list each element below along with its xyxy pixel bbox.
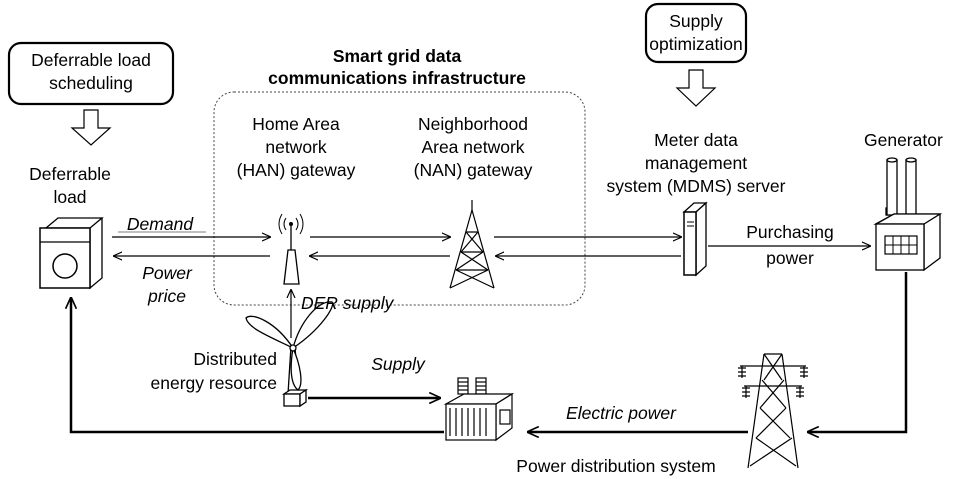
scheduling-label-line2: scheduling — [49, 73, 133, 93]
supply-label: Supply — [371, 354, 426, 374]
transmission-tower-icon — [738, 353, 808, 469]
mdms-label-line2: management — [645, 153, 747, 173]
nan-label-line1: Neighborhood — [418, 114, 528, 134]
han-gateway-icon — [278, 213, 304, 285]
infrastructure-title-line1: Smart grid data — [333, 46, 462, 66]
generator-to-tower-line — [808, 272, 908, 432]
demand-label: Demand — [127, 214, 194, 234]
wind-turbine-icon — [245, 301, 334, 408]
mdms-label-line3: system (MDMS) server — [607, 176, 786, 196]
distribution-label: Power distribution system — [516, 456, 715, 476]
der-supply-label: DER supply — [301, 293, 395, 313]
deferrable-load-label-line1: Deferrable — [29, 164, 111, 184]
scheduling-down-arrow — [70, 109, 112, 146]
power-price-label-line1: Power — [142, 263, 193, 283]
scheduling-label-line1: Deferrable load — [31, 50, 151, 70]
transformer-to-load-line — [71, 298, 444, 434]
der-label-line1: Distributed — [193, 349, 277, 369]
infrastructure-title-line2: communications infrastructure — [268, 68, 526, 88]
nan-tower-icon — [449, 200, 495, 289]
optimization-down-arrow — [675, 69, 717, 107]
optimization-box — [644, 2, 748, 64]
power-price-label-line2: price — [147, 286, 186, 306]
nan-label-line2: Area network — [421, 137, 524, 157]
scheduling-box — [7, 41, 175, 106]
optimization-label-line1: Supply — [669, 11, 723, 31]
generator-factory-icon — [873, 157, 943, 272]
mdms-label-line1: Meter data — [654, 130, 738, 150]
optimization-label-line2: optimization — [649, 34, 742, 54]
infrastructure-region — [213, 91, 586, 306]
deferrable-load-label-line2: load — [53, 187, 86, 207]
han-label-line2: network — [265, 137, 327, 157]
generator-label: Generator — [864, 130, 943, 150]
han-label-line1: Home Area — [252, 114, 340, 134]
electric-power-label: Electric power — [566, 403, 677, 423]
han-label-line3: (HAN) gateway — [237, 160, 356, 180]
purchasing-power-label-line1: Purchasing — [746, 222, 834, 242]
nan-label-line3: (NAN) gateway — [414, 160, 533, 180]
washing-machine-icon — [39, 217, 104, 290]
der-label-line2: energy resource — [151, 373, 277, 393]
purchasing-power-label-line2: power — [766, 248, 814, 268]
transformer-icon — [443, 377, 515, 442]
mdms-server-icon — [682, 201, 708, 277]
